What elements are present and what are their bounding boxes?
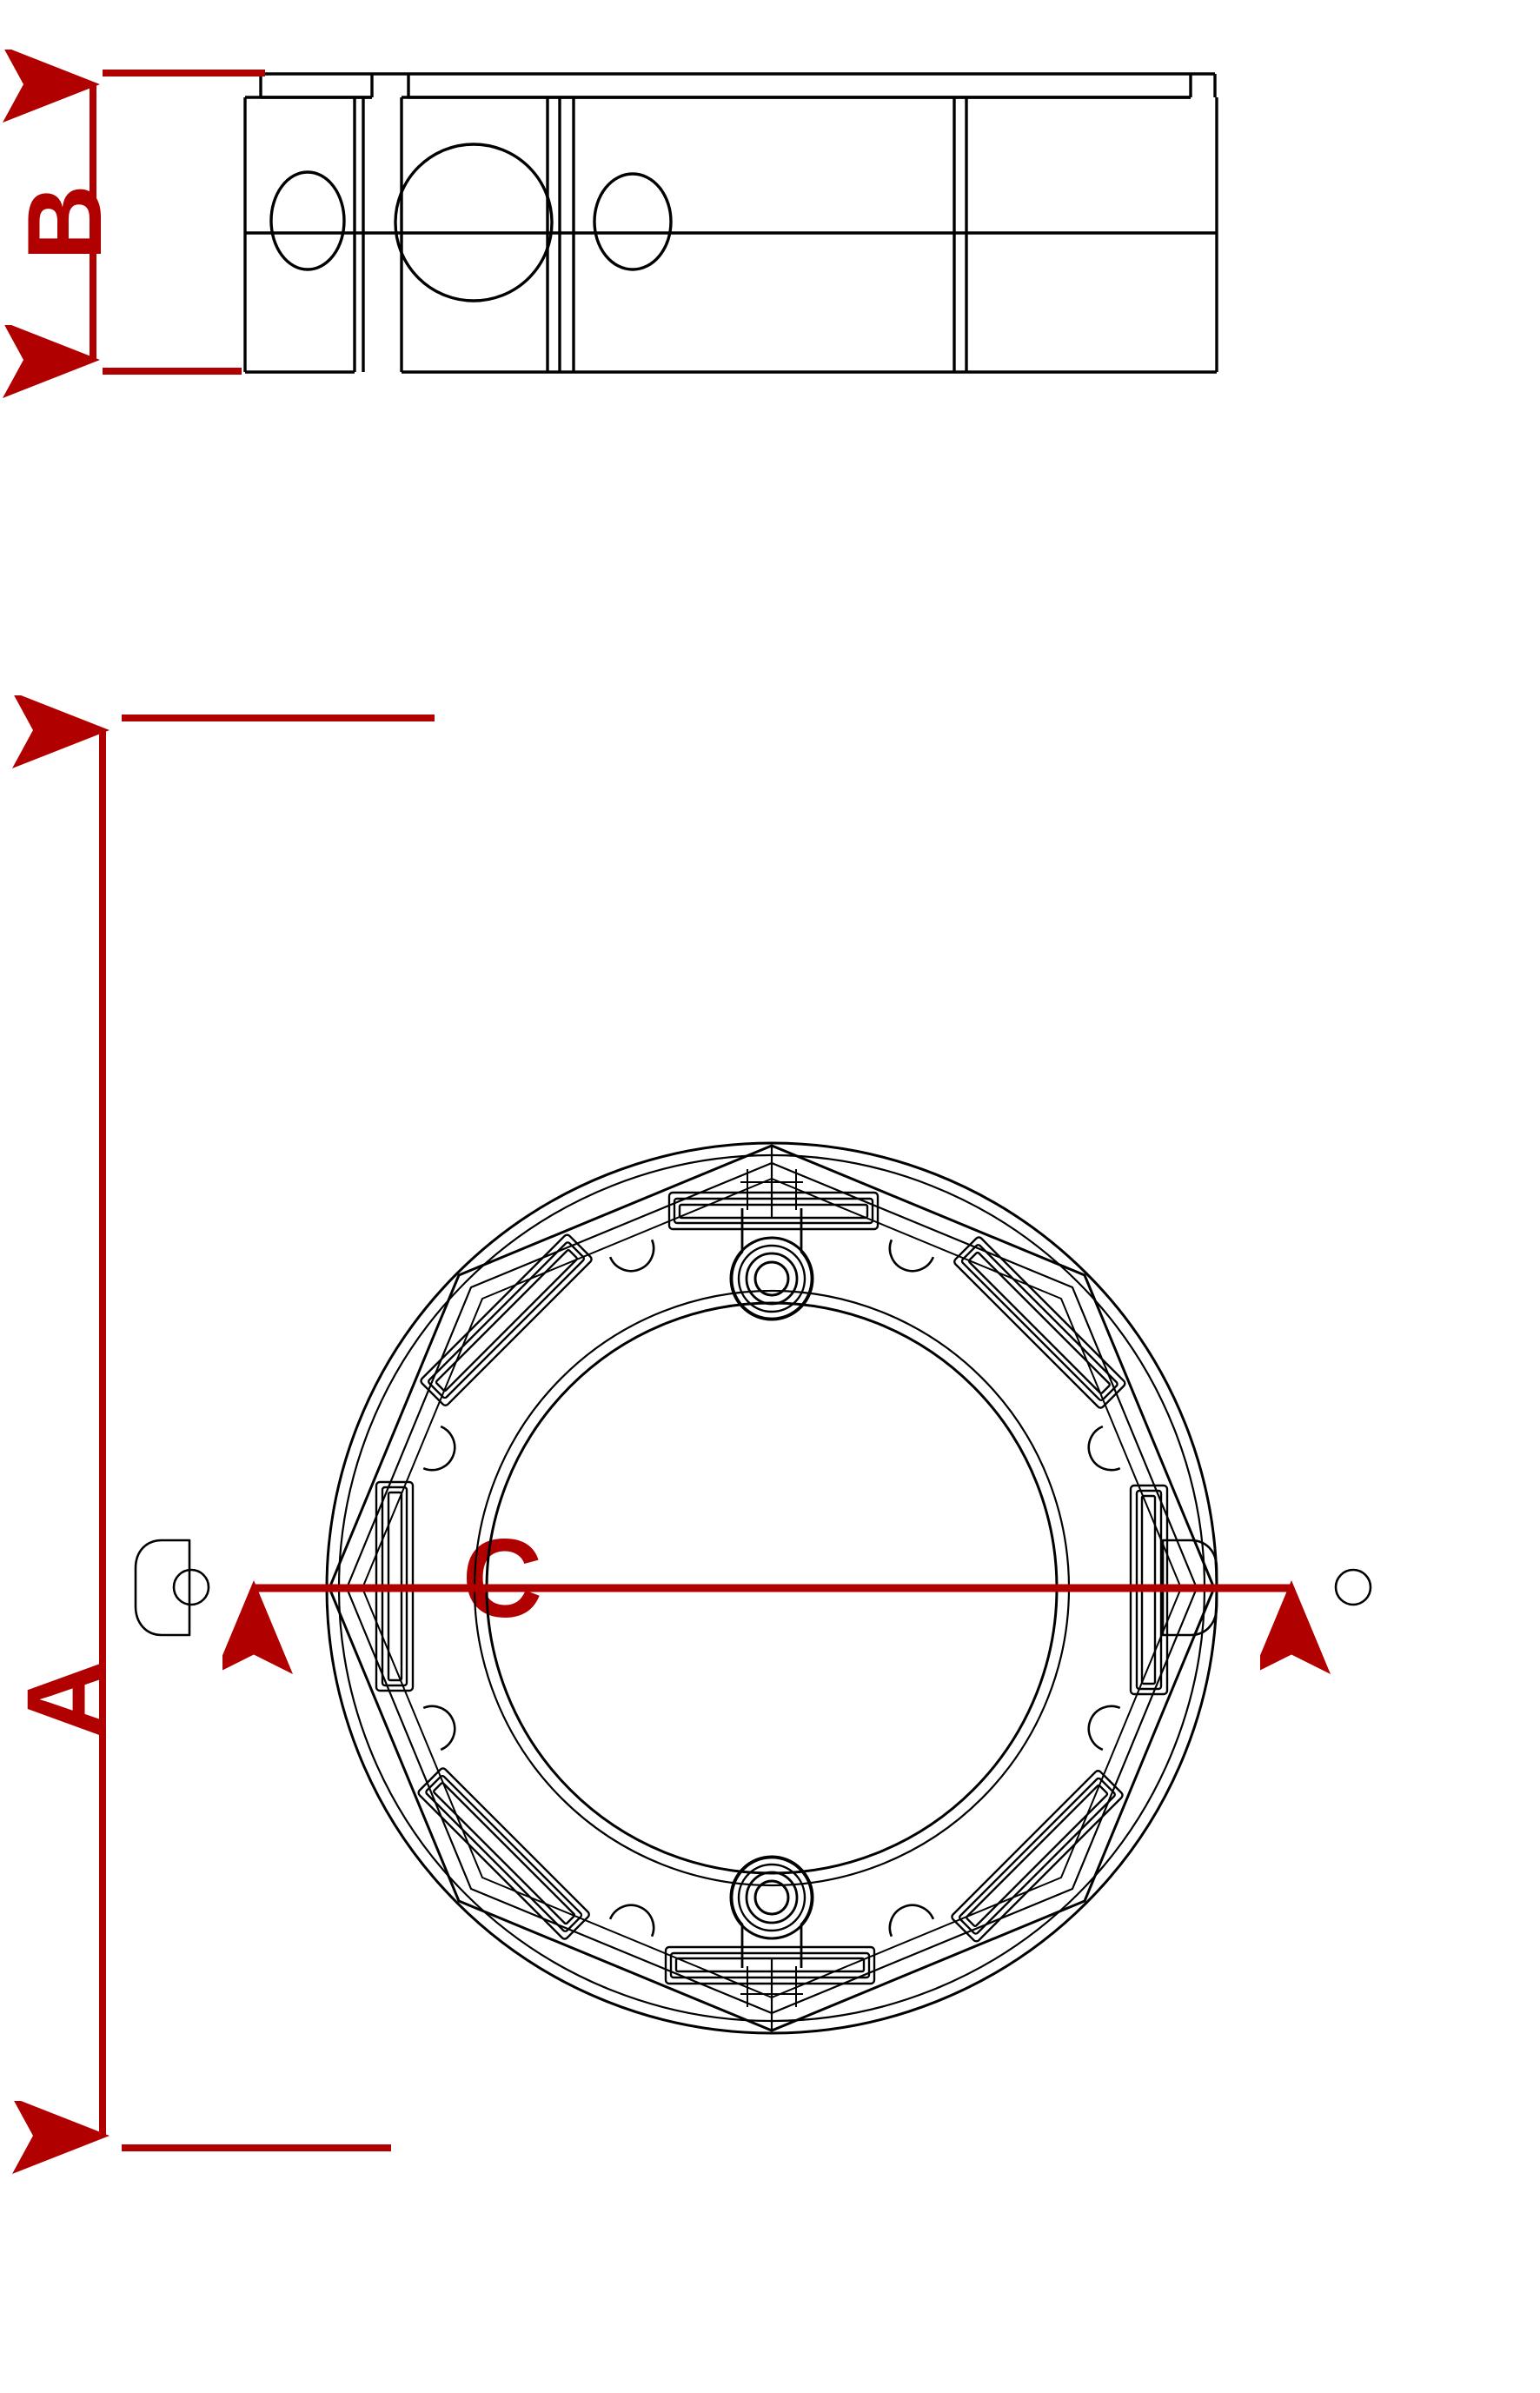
knockout-right [593, 172, 673, 271]
screw-boss-top [729, 1146, 814, 1321]
side-elevation-view [243, 72, 1218, 374]
knockout-center [394, 143, 554, 302]
body-right-panel [953, 97, 1218, 374]
screw-boss-bottom [729, 1855, 814, 2031]
top-flange [259, 72, 1217, 99]
knockout-left [269, 170, 346, 271]
dimension-a-group [103, 718, 435, 2148]
dimension-b-group [93, 73, 265, 371]
corner-notches [422, 1239, 1121, 1938]
mounting-ear-left [134, 1539, 210, 1637]
body-center-panel [400, 96, 1191, 374]
body-left-panel [243, 96, 372, 374]
